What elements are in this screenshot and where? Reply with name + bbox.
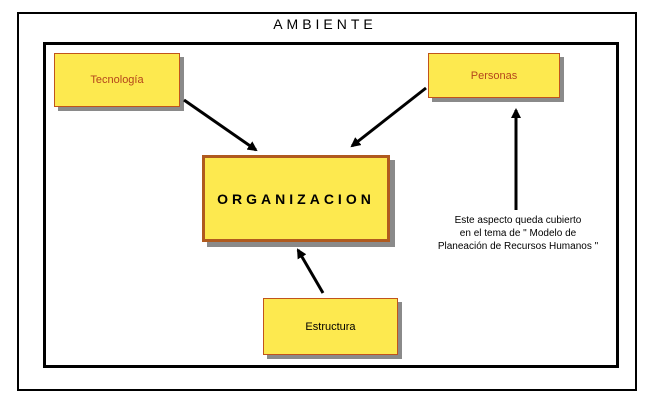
structure-box: Estructura [263,298,398,355]
structure-label: Estructura [305,320,356,333]
environment-title: AMBIENTE [273,16,377,32]
people-box: Personas [428,53,560,98]
hr-planning-note: Este aspecto queda cubierto en el tema d… [420,214,616,253]
arrow-technology-to-organization [183,98,258,152]
organization-label: ORGANIZACION [217,190,375,207]
technology-box: Tecnología [54,53,180,107]
technology-label: Tecnología [90,74,144,86]
organization-box: ORGANIZACION [202,155,390,242]
people-label: Personas [470,69,518,82]
arrow-people-to-organization [350,86,427,148]
note-line-3: Planeación de Recursos Humanos " [437,241,599,252]
note-line-1: Este aspecto queda cubierto [454,215,582,226]
note-line-2: en el tema de " Modelo de [459,228,577,239]
arrow-structure-to-organization [296,248,325,294]
